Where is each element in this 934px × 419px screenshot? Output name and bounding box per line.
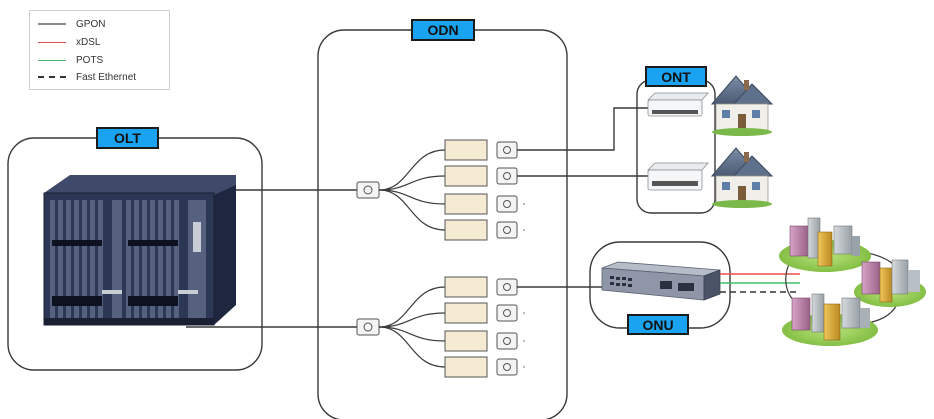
fast-ethernet-line-swatch (38, 76, 66, 78)
building-cluster-icon (854, 259, 926, 307)
onu-switch-icon (601, 261, 721, 301)
legend-label: xDSL (76, 36, 101, 48)
house-icon (710, 147, 774, 208)
xdsl-line-swatch (38, 41, 66, 43)
legend-item-gpon: GPON (38, 17, 105, 31)
fiber-connector-icon (356, 181, 380, 199)
splitter-box-icon (444, 139, 488, 378)
house-icon (710, 75, 774, 136)
splitter-fanout-lower (378, 286, 446, 368)
ont-modem-icon (647, 92, 709, 117)
pots-line-swatch (38, 59, 66, 61)
legend-label: POTS (76, 54, 104, 66)
olt-chassis-icon (43, 175, 236, 326)
odn-label: ODN (411, 19, 475, 41)
building-cluster-icon (779, 217, 871, 272)
drop-fiber-ont-1 (517, 107, 648, 151)
fiber-connector-icon (496, 141, 518, 376)
legend-label: Fast Ethernet (76, 71, 137, 83)
legend-label: GPON (76, 18, 106, 30)
legend-item-fast-ethernet: Fast Ethernet (38, 70, 136, 84)
building-cluster-icon (782, 293, 878, 346)
ont-modem-icon (647, 162, 709, 191)
legend-item-pots: POTS (38, 53, 103, 67)
legend: GPON xDSL POTS Fast Ethernet (29, 10, 170, 90)
onu-label: ONU (627, 314, 689, 335)
gpon-line-swatch (38, 23, 66, 25)
odn-region (317, 29, 568, 419)
legend-item-xdsl: xDSL (38, 35, 100, 49)
splitter-fanout-upper (378, 149, 446, 231)
fiber-connector-icon (356, 318, 380, 336)
ont-label: ONT (645, 66, 707, 87)
olt-label: OLT (96, 127, 159, 149)
